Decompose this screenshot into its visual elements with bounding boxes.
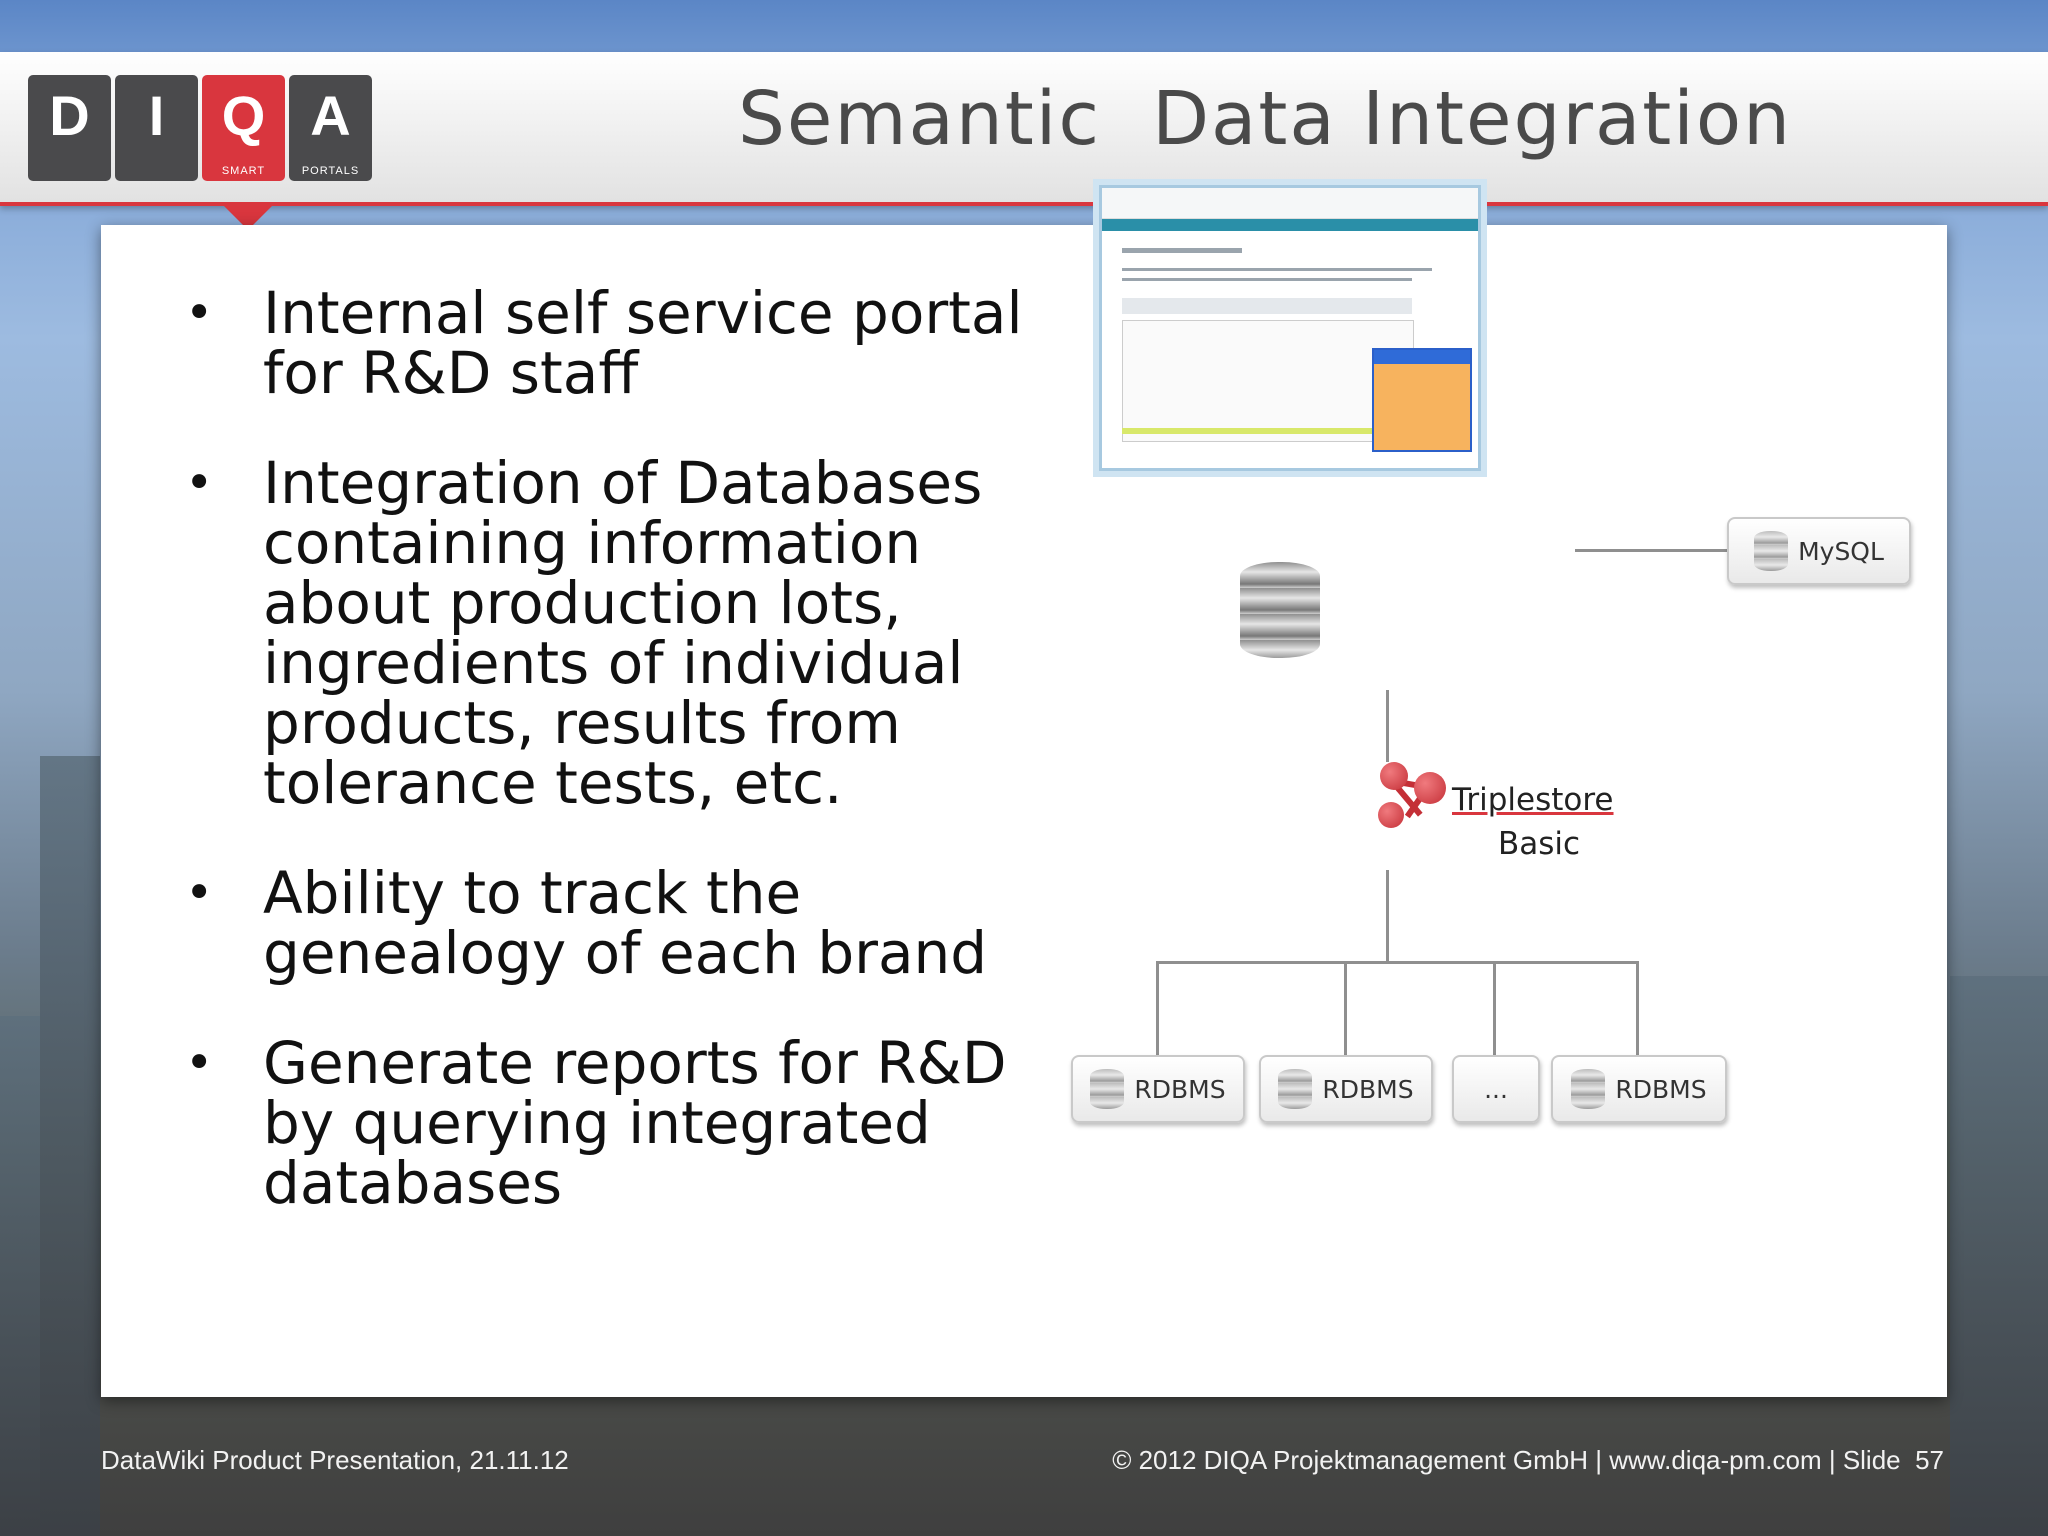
thumbnail-side-panel (1372, 348, 1472, 452)
triplestore-database-icon (1240, 562, 1320, 658)
rdbms-label: RDBMS (1134, 1074, 1226, 1104)
content-panel: • Internal self service portal for R&D st… (101, 225, 1947, 1397)
bullet-item: •Generate reports for R&D by querying in… (181, 1033, 1041, 1213)
thumbnail-highlight-bar (1122, 428, 1372, 434)
thumbnail-text-line (1122, 278, 1412, 281)
connector-line (1386, 690, 1389, 762)
rdbms-label: RDBMS (1322, 1074, 1414, 1104)
database-icon (1571, 1069, 1606, 1109)
thumbnail-toolbar (1122, 298, 1412, 314)
bullet-text: Ability to track the genealogy of each b… (263, 859, 988, 987)
bullet-item: •Integration of Databases containing inf… (181, 453, 1041, 813)
triplestore-label: Triplestore (1452, 782, 1614, 818)
bullet-text: Generate reports for R&D by querying int… (263, 1029, 1007, 1217)
background-building (0, 1016, 40, 1536)
connector-line (1636, 961, 1639, 1055)
background-building (1950, 976, 2048, 1536)
background-cityscape (0, 716, 2048, 1536)
ellipsis-box: ... (1452, 1055, 1540, 1123)
bullet-text: Integration of Databases containing info… (263, 449, 983, 817)
slide-title: Semantic Data Integration (737, 76, 1793, 162)
connector-line (1156, 961, 1639, 964)
bullet-text: Internal self service portal for R&D sta… (263, 279, 1023, 407)
graph-node (1380, 762, 1408, 790)
bullet-list: •Internal self service portal for R&D st… (181, 283, 1041, 1263)
thumbnail-editor (1122, 320, 1414, 442)
connector-line (1575, 549, 1727, 552)
logo-tile-i: I (115, 75, 198, 181)
mysql-box: MySQL (1727, 517, 1911, 585)
thumbnail-text-line (1122, 268, 1432, 271)
rdbms-box: RDBMS (1071, 1055, 1245, 1123)
bullet-dot: • (185, 865, 214, 921)
thumbnail-header (1102, 188, 1478, 219)
mysql-label: MySQL (1798, 536, 1884, 566)
bullet-dot: • (185, 455, 214, 511)
connector-line (1386, 870, 1389, 962)
connector-line (1344, 961, 1347, 1055)
triplestore-sublabel: Basic (1498, 826, 1581, 862)
background-building (40, 756, 100, 1536)
thumbnail-nav-bar (1102, 219, 1478, 231)
database-icon (1278, 1069, 1313, 1109)
rdbms-box: RDBMS (1551, 1055, 1727, 1123)
bullet-item: •Ability to track the genealogy of each … (181, 863, 1041, 983)
connector-line (1493, 961, 1496, 1055)
database-icon (1754, 531, 1789, 571)
ellipsis-label: ... (1484, 1074, 1508, 1104)
thumbnail-text-line (1122, 248, 1242, 253)
database-icon (1090, 1069, 1125, 1109)
graph-node (1414, 772, 1446, 804)
logo-sub-portals: PORTALS (301, 165, 360, 177)
bullet-dot: • (185, 285, 214, 341)
footer-presentation-info: DataWiki Product Presentation, 21.11.12 (101, 1445, 569, 1475)
bullet-dot: • (185, 1035, 214, 1091)
logo-sub-smart: SMART (221, 165, 266, 177)
rdbms-label: RDBMS (1615, 1074, 1707, 1104)
wiki-screenshot-thumbnail (1099, 185, 1481, 471)
graph-node (1378, 802, 1404, 828)
thumbnail-panel-header (1374, 350, 1470, 364)
footer-copyright: © 2012 DIQA Projektmanagement GmbH | www… (1112, 1445, 1944, 1475)
bullet-item: •Internal self service portal for R&D st… (181, 283, 1041, 403)
connector-line (1156, 961, 1159, 1055)
rdbms-box: RDBMS (1259, 1055, 1433, 1123)
logo-tile-d: D (28, 75, 111, 181)
